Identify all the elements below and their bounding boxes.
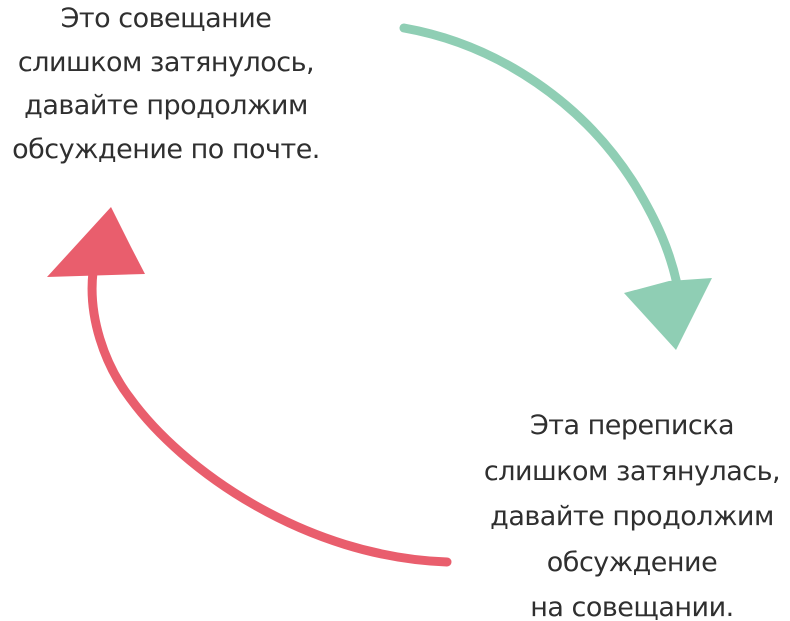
meeting-note-line: Это совещание (60, 3, 272, 34)
email-note: Эта переписка слишком затянулась, давайт… (474, 403, 790, 621)
arrow-email-to-meeting-shaft (87, 267, 452, 567)
arrow-meeting-to-email (399, 23, 712, 350)
email-note-line: Эта переписка (529, 410, 735, 441)
arrow-email-to-meeting (47, 207, 452, 567)
email-note-line: давайте продолжим (490, 501, 774, 532)
meeting-note-line: давайте продолжим (24, 90, 308, 121)
meeting-note: Это совещание слишком затянулось, давайт… (0, 0, 335, 171)
email-note-line: обсуждение (546, 546, 718, 578)
email-note-line: на совещании. (530, 592, 734, 621)
arrow-meeting-to-email-shaft (399, 23, 682, 289)
email-note-line: слишком затянулась, (483, 455, 781, 487)
arrow-meeting-to-email-head-icon (624, 278, 712, 350)
meeting-note-line: слишком затянулось, (17, 46, 315, 78)
arrow-email-to-meeting-head-icon (47, 207, 145, 277)
meeting-note-line: обсуждение по почте. (12, 133, 320, 165)
